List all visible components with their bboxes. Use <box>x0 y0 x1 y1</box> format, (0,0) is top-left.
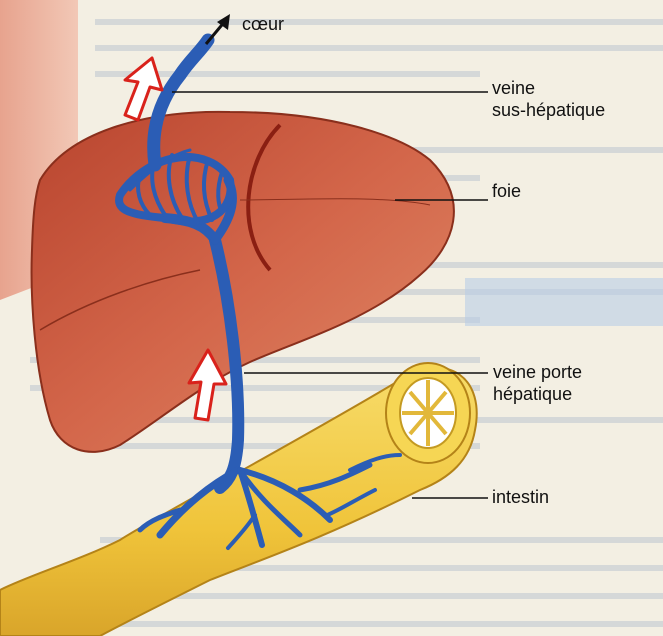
label-coeur-text: cœur <box>242 13 284 35</box>
label-portal-vein-line2: hépatique <box>493 383 582 405</box>
label-portal-vein: veine porte hépatique <box>493 361 582 405</box>
label-intestine-text: intestin <box>492 486 549 508</box>
label-liver-text: foie <box>492 180 521 202</box>
label-hepatic-vein-line1: veine <box>492 77 605 99</box>
label-liver: foie <box>492 180 521 202</box>
background-band <box>465 278 663 326</box>
label-intestine: intestin <box>492 486 549 508</box>
label-hepatic-vein: veine sus-hépatique <box>492 77 605 121</box>
label-portal-vein-line1: veine porte <box>493 361 582 383</box>
label-coeur: cœur <box>242 13 284 35</box>
label-hepatic-vein-line2: sus-hépatique <box>492 99 605 121</box>
